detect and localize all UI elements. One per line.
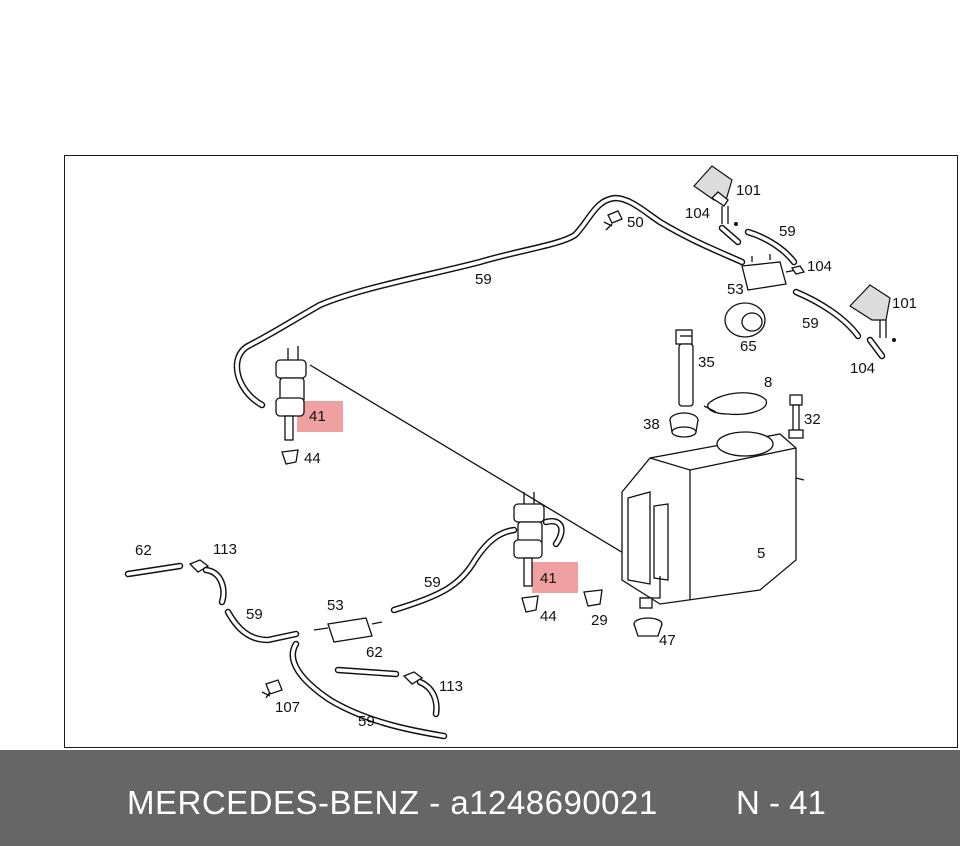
label-47: 47 [659,632,676,649]
bolt-32 [788,394,804,439]
label-38: 38 [643,416,660,433]
hose-59-lower-left [224,608,300,644]
label-59-upper-right: 59 [779,223,796,240]
highlight-41-upper [297,401,343,432]
label-62-lower: 62 [366,644,383,661]
connector-104-upper [718,224,742,246]
highlight-41-lower [532,562,578,593]
brand-part-number: MERCEDES-BENZ - a1248690021 [127,784,658,821]
callout-labels: 101 104 50 59 104 53 101 59 65 104 59 35… [135,182,917,730]
label-104-lower: 104 [850,360,875,377]
washer-tank-5 [621,431,805,609]
label-113-left: 113 [213,541,237,558]
label-41-lower: 41 [540,570,557,587]
footer-bar: MERCEDES-BENZ - a1248690021 N - 41 [0,750,960,846]
label-104-mid: 104 [807,258,832,275]
nozzle-101-upper [693,165,738,226]
pump-41-lower [513,492,565,587]
label-59-right: 59 [802,315,819,332]
hose-62-left [124,562,184,578]
label-107: 107 [275,699,300,716]
cap-8 [703,392,767,416]
nozzle-113-lower [402,671,440,718]
grommet-44-upper [281,449,299,465]
label-32: 32 [804,411,821,428]
label-65: 65 [740,338,757,355]
grommet-44-lower [521,595,539,613]
valve-53-upper [741,254,806,291]
hose-59-lower-pump [390,526,518,614]
hose-59-main [233,194,746,409]
grommet-38 [669,412,699,438]
label-113-lower: 113 [439,678,463,695]
label-59-lower-left: 59 [246,606,263,623]
connector-104-lower [866,336,886,360]
clip-50 [603,210,623,231]
label-29: 29 [591,612,608,629]
hose-62-lower [334,666,400,678]
label-59-main: 59 [475,271,492,288]
label-59-bottom: 59 [358,713,375,730]
pump-41-upper [275,346,307,441]
hose-59-bottom [289,640,448,740]
level-sensor-35 [675,329,694,407]
label-44-lower: 44 [540,608,557,625]
label-101-upper: 101 [736,182,761,199]
grommet-29 [583,589,603,607]
diagram-reference: N - 41 [736,784,826,821]
valve-53-lower [313,617,383,643]
washer-system-diagram: 101 104 50 59 104 53 101 59 65 104 59 35… [124,165,917,740]
leader-line [309,364,661,576]
label-59-lower-pump: 59 [424,574,441,591]
label-101-lower: 101 [892,295,917,312]
label-5: 5 [757,545,765,562]
nozzle-101-lower [849,284,896,342]
label-53-lower: 53 [327,597,344,614]
label-104-upper: 104 [685,205,710,222]
label-35: 35 [698,354,715,371]
label-62-left: 62 [135,542,152,559]
clip-107 [261,679,283,699]
label-50: 50 [627,214,644,231]
label-8: 8 [764,374,772,391]
grommet-65 [724,302,766,338]
label-44-upper: 44 [304,450,321,467]
label-53-upper: 53 [727,281,744,298]
nozzle-113-left [188,559,227,606]
grommet-47 [633,617,663,637]
hose-59-upper-right [744,228,798,266]
hose-59-right [792,288,862,340]
label-41-upper: 41 [309,408,326,425]
